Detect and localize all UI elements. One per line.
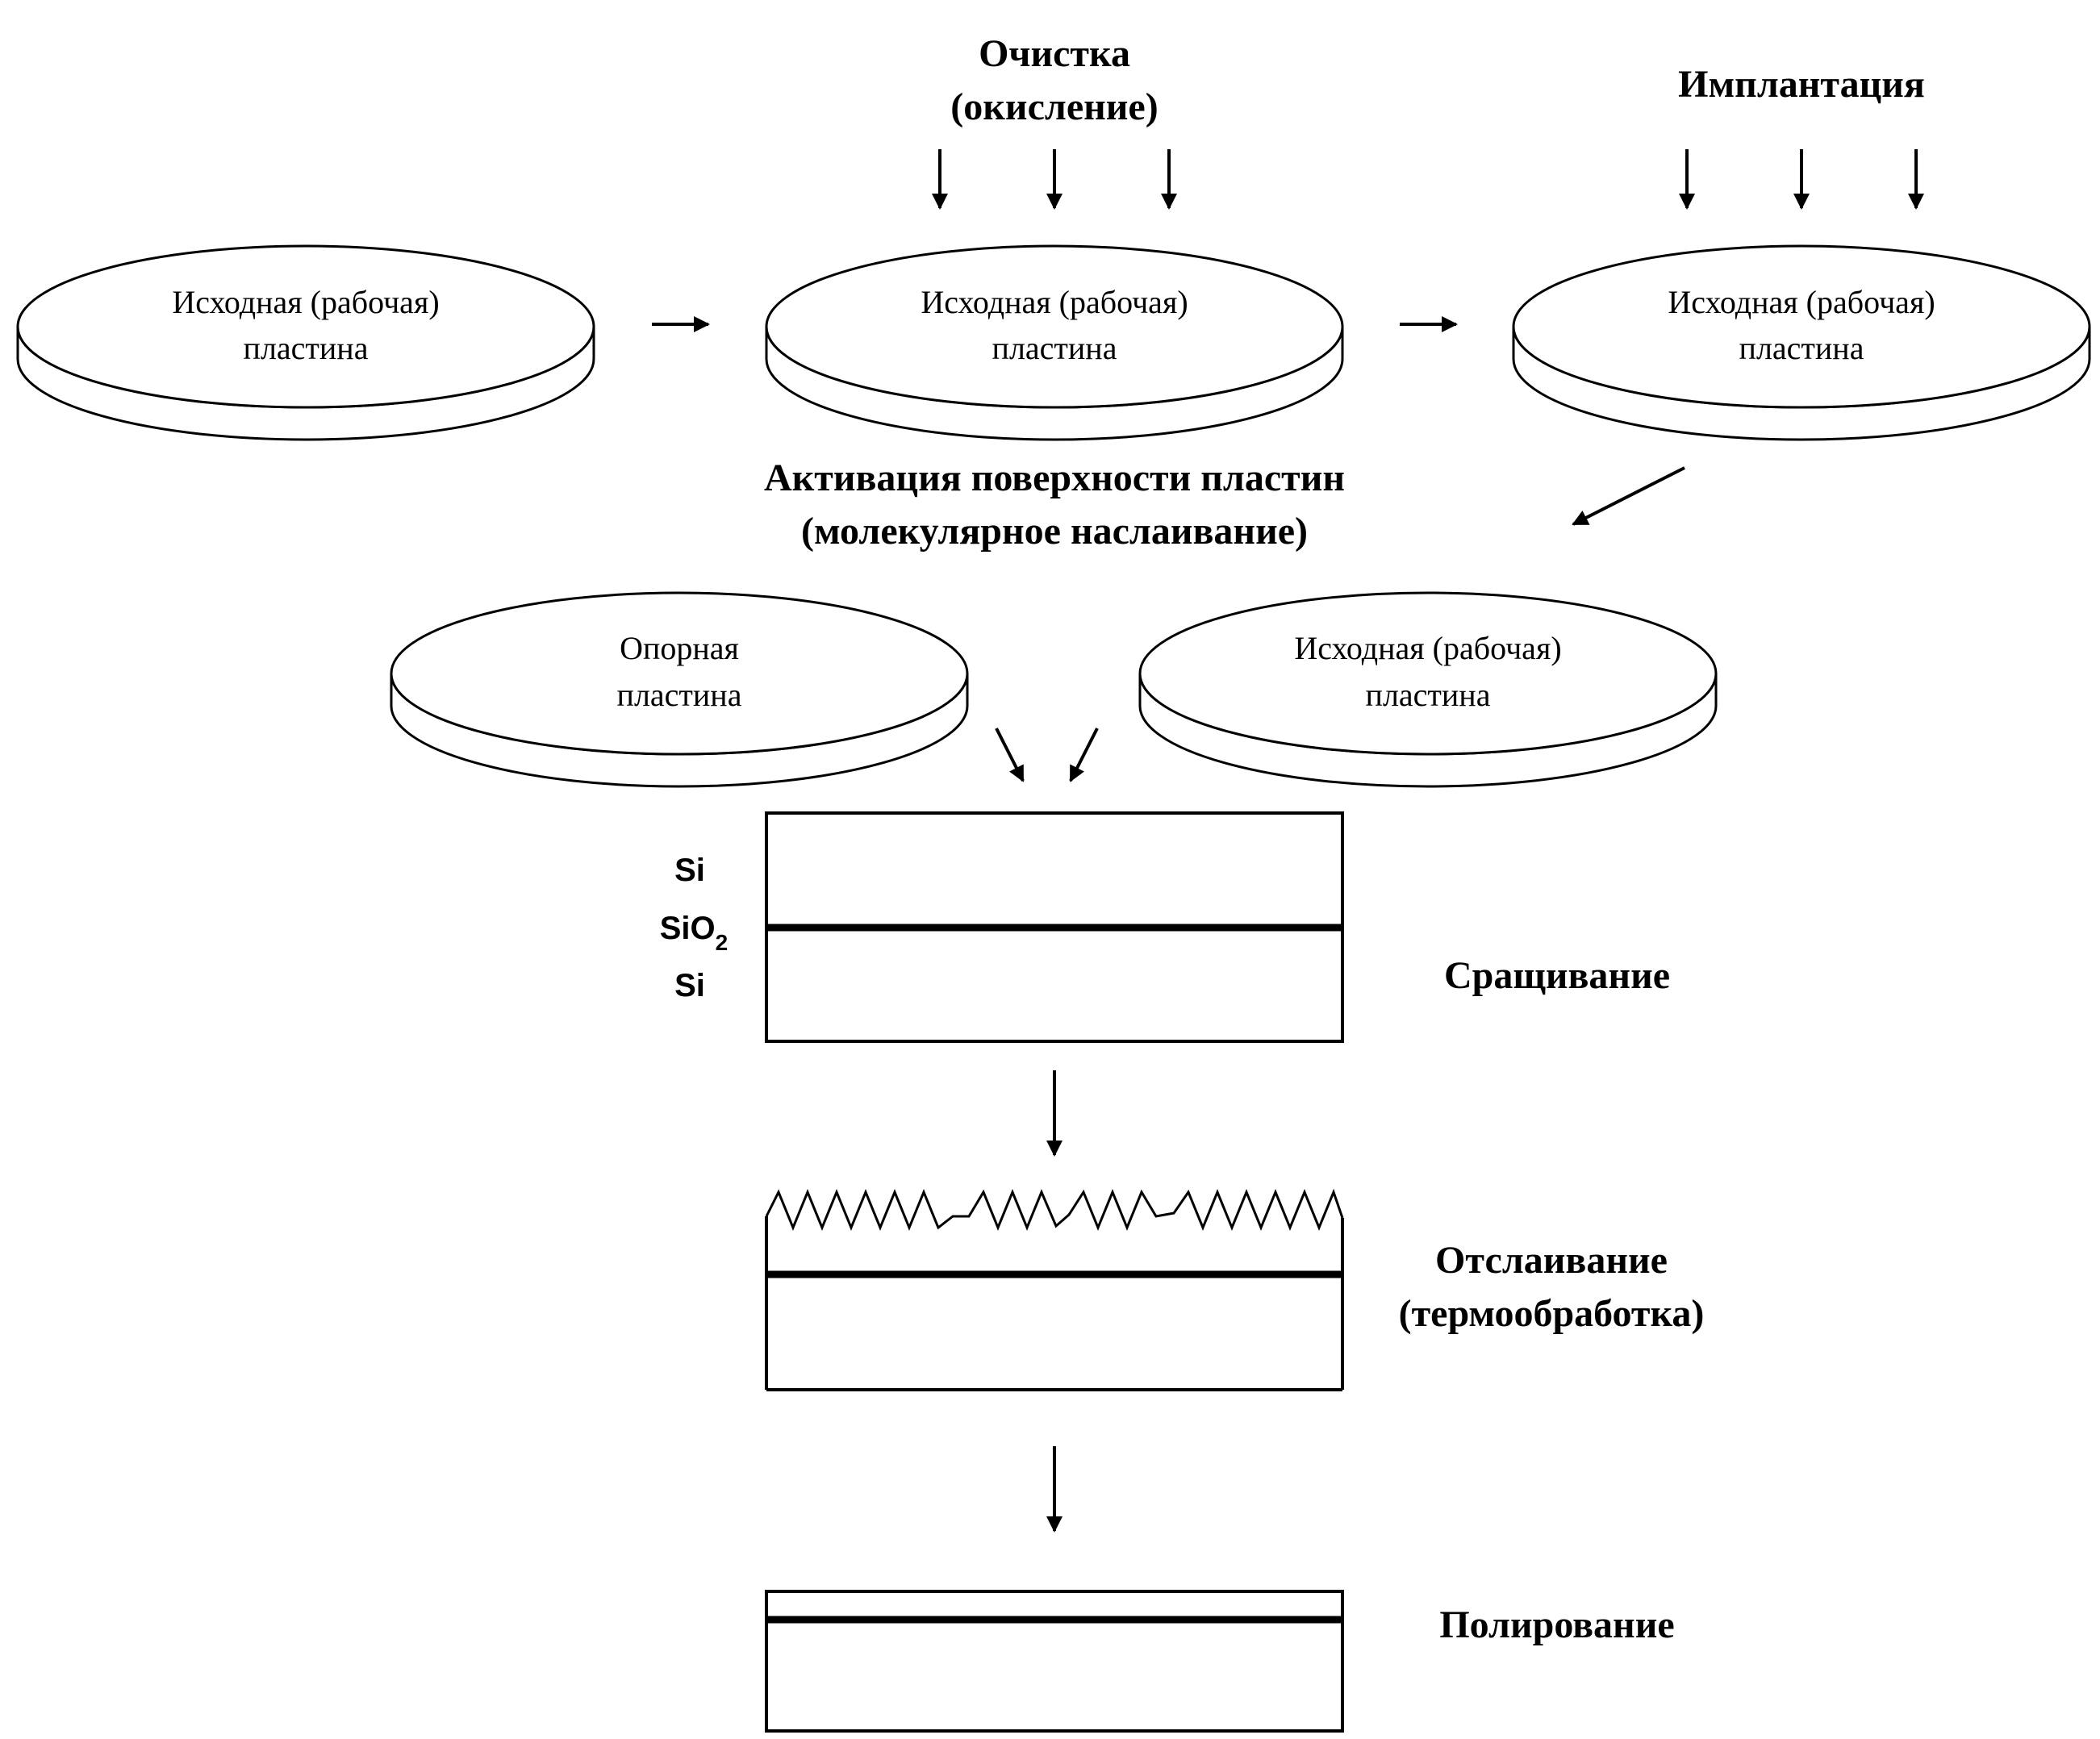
step-label-cleaning: Очистка <box>979 32 1130 75</box>
layer-label-sio2-subscript: 2 <box>716 930 729 955</box>
wafer-working-1-label-line1: Исходная (рабочая) <box>172 284 439 320</box>
wafer-support: Опорная пластина <box>390 591 969 788</box>
wafer-working-3-label-line2: пластина <box>1739 330 1864 366</box>
step-label-splitting-annealing: (термообработка) <box>1399 1292 1705 1335</box>
step-label-activation-molecular: (молекулярное наслаивание) <box>801 510 1308 553</box>
wafer-working-1: Исходная (рабочая) пластина <box>16 244 595 441</box>
wafer-working-3-label-line1: Исходная (рабочая) <box>1668 284 1935 320</box>
wafer-working-3: Исходная (рабочая) пластина <box>1512 244 2091 441</box>
layer-label-si-top: Si <box>674 853 705 888</box>
wafer-working-4: Исходная (рабочая) пластина <box>1138 591 1718 788</box>
wafer-working-1-label-line2: пластина <box>244 330 369 366</box>
wafer-support-label-line2: пластина <box>617 677 742 713</box>
wafer-working-4-label-line2: пластина <box>1366 677 1491 713</box>
wafer-working-2-label-line2: пластина <box>992 330 1117 366</box>
wafer-working-2-label-line1: Исходная (рабочая) <box>921 284 1188 320</box>
polished-stack <box>765 1590 1344 1733</box>
bonded-stack <box>765 811 1344 1043</box>
cleaning-arrows <box>932 149 1177 210</box>
layer-label-si-bottom: Si <box>674 968 705 1003</box>
step-label-splitting: Отслаивание <box>1435 1239 1668 1282</box>
wafer-support-label-line1: Опорная <box>620 630 739 666</box>
step-label-polishing: Полирование <box>1439 1603 1674 1646</box>
implantation-arrows <box>1679 149 1924 210</box>
wafer-working-4-label-line1: Исходная (рабочая) <box>1294 630 1561 666</box>
step-label-activation: Активация поверхности пластин <box>764 457 1345 499</box>
layer-label-sio2: SiO2 <box>660 911 728 955</box>
layer-label-sio2-base: SiO <box>660 911 716 946</box>
step-label-cleaning-oxidation: (окисление) <box>950 85 1158 128</box>
bonding-arrows <box>995 728 1099 782</box>
wafer-working-2: Исходная (рабочая) пластина <box>765 244 1344 441</box>
arrow-to-activation <box>1572 466 1685 526</box>
step-label-bonding: Сращивание <box>1444 954 1670 997</box>
split-stack <box>765 1188 1344 1391</box>
step-label-implantation: Имплантация <box>1678 63 1925 106</box>
